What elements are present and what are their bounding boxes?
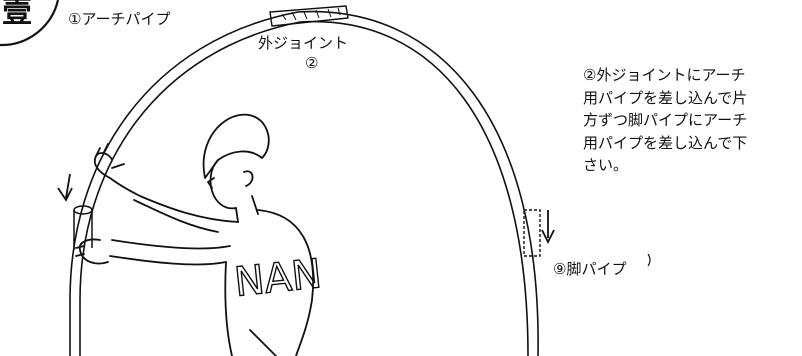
- stray-mark: [647, 253, 651, 267]
- instruction-line: 方ずつ脚パイプにアーチ: [583, 111, 748, 129]
- outer-joint-label: 外ジョイント: [258, 34, 349, 52]
- step-badge: 壹: [0, 0, 60, 47]
- shirt-lettering: NAN: [232, 251, 324, 306]
- instruction-line: さい。: [583, 156, 629, 174]
- leg-pipe-left: [73, 205, 93, 250]
- arch-pipe: [69, 10, 539, 356]
- down-arrow-left: [57, 173, 73, 202]
- instruction-line: 用パイプを差し込んで下: [583, 133, 748, 152]
- arch-pipe-label: ①アーチパイプ: [68, 10, 171, 28]
- step-badge-glyph: 壹: [2, 0, 32, 30]
- instruction-line: 用パイプを差し込んで片: [583, 88, 748, 107]
- instruction-line: ②外ジョイントにアーチ: [583, 66, 746, 84]
- leg-pipe-label: ⑨脚パイプ: [553, 260, 627, 278]
- instruction-text: ②外ジョイントにアーチ 用パイプを差し込んで片 方ずつ脚パイプにアーチ 用パイプ…: [583, 64, 801, 177]
- outer-joint-number: ②: [305, 54, 319, 72]
- leg-pipe: [523, 209, 555, 257]
- outer-joint: [269, 5, 349, 27]
- worker-figure: [75, 113, 314, 356]
